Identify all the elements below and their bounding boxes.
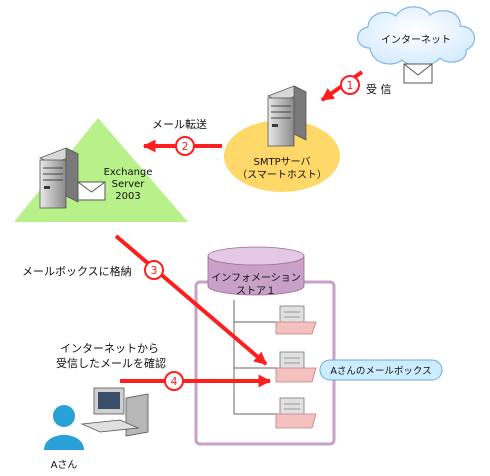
arrow-step-3 [114, 234, 268, 366]
store-sublabel: ストア１ [236, 286, 276, 297]
user-mailbox-callout: Aさんのメールボックス [319, 359, 443, 381]
step-3-label: メールボックスに格納 [22, 264, 132, 278]
step-2-label: メール転送 [152, 117, 207, 131]
smtp-highlight-ellipse [224, 120, 340, 192]
smtp-label: SMTPサーバ [253, 156, 310, 168]
step-2-number: 2 [182, 140, 189, 153]
exchange-label-3: 2003 [115, 191, 140, 202]
database-icon [207, 246, 305, 296]
exchange-label-1: Exchange [104, 167, 153, 178]
server-tower-icon [267, 85, 307, 147]
user-a: Aさん [44, 387, 149, 471]
exchange-server: Exchange Server 2003 [14, 118, 188, 222]
server-tower-icon [39, 147, 79, 209]
envelope-icon [403, 63, 433, 84]
step-3-badge: 3 [144, 260, 164, 280]
mailbox-tray-icon [275, 351, 317, 383]
internet-label: インターネット [381, 34, 451, 46]
step-4-label-line2: 受信したメールを確認 [56, 356, 166, 370]
step-1-badge: 1 [340, 75, 360, 95]
mailbox-label: Aさんのメールボックス [330, 366, 431, 377]
user-label: Aさん [51, 459, 78, 471]
mailbox-tray-icon [275, 305, 317, 335]
step-1-number: 1 [347, 79, 354, 92]
step-3-number: 3 [151, 264, 158, 277]
information-store: インフォメーション ストア１ [194, 246, 336, 446]
smtp-server: SMTPサーバ （スマートホスト） [224, 85, 340, 192]
computer-icon [80, 387, 149, 437]
step-2-badge: 2 [175, 136, 195, 156]
step-4-badge: 4 [164, 371, 184, 391]
step-4-label-line1: インターネットから [60, 342, 159, 355]
step-1-label: 受 信 [366, 83, 392, 96]
mailbox-tray-icon [275, 397, 317, 429]
step-4-number: 4 [171, 375, 178, 388]
person-icon [44, 405, 84, 450]
store-label: インフォメーション [211, 273, 301, 284]
smtp-sublabel: （スマートホスト） [237, 169, 327, 181]
exchange-label-2: Server [112, 179, 146, 190]
envelope-icon [77, 181, 106, 201]
internet-cloud: インターネット [357, 6, 476, 67]
